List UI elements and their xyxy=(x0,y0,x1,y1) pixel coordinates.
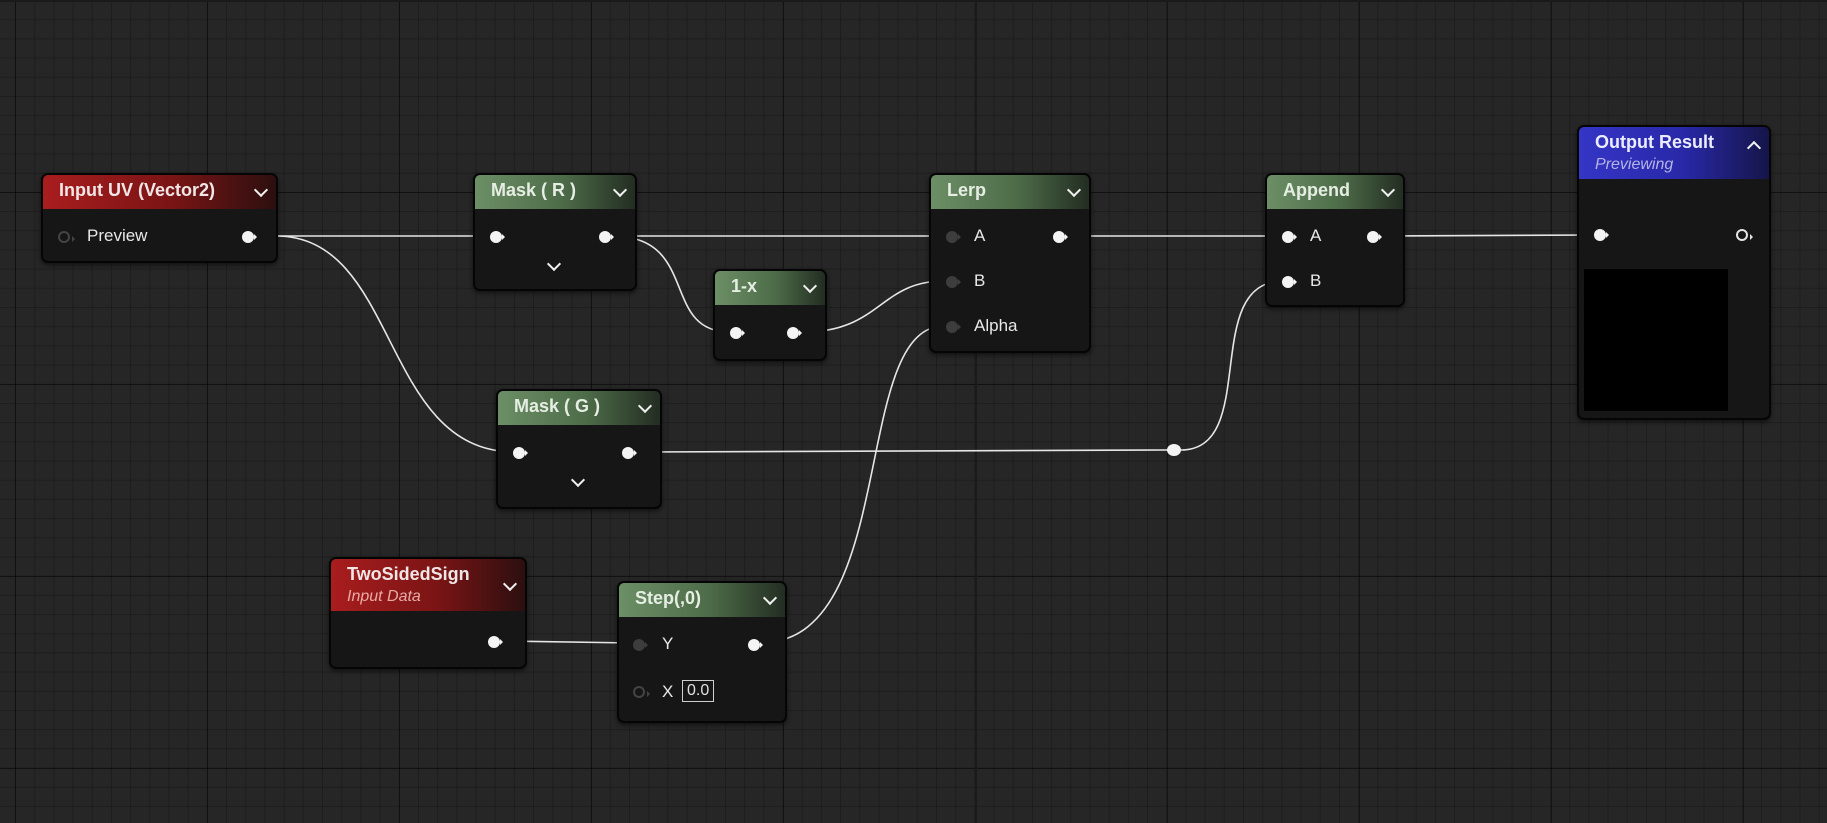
lerp-pin-b[interactable] xyxy=(946,276,961,288)
append-pin-b[interactable] xyxy=(1282,276,1297,288)
input-uv-node[interactable]: Input UV (Vector2) Preview xyxy=(41,173,278,263)
node-title: Append xyxy=(1283,180,1350,200)
node-subtitle: Input Data xyxy=(347,588,421,605)
node-title: Mask ( G ) xyxy=(514,396,601,416)
mask-g-header[interactable]: Mask ( G ) xyxy=(498,391,660,425)
step-header[interactable]: Step(,0) xyxy=(619,583,785,617)
pin-label-b: B xyxy=(1310,271,1322,290)
x-value-field[interactable]: 0.0 xyxy=(682,680,715,702)
step-pin-y[interactable] xyxy=(633,639,648,651)
step-node[interactable]: Step(,0) Y X 0.0 xyxy=(617,581,787,723)
node-title: 1-x xyxy=(731,276,758,296)
output-pin[interactable] xyxy=(1736,229,1753,241)
input-pin[interactable] xyxy=(1594,229,1609,241)
append-header[interactable]: Append xyxy=(1267,175,1403,209)
node-subtitle: Previewing xyxy=(1595,156,1674,173)
one-minus-x-header[interactable]: 1-x xyxy=(715,271,825,305)
wire-mask-g-to-reroute xyxy=(636,449,1169,453)
pin-label-x: X xyxy=(662,682,674,701)
node-title: TwoSidedSign xyxy=(347,564,470,584)
chevron-up-icon[interactable] xyxy=(1746,140,1762,156)
preview-pin-in[interactable] xyxy=(58,231,75,243)
chevron-down-icon[interactable] xyxy=(1380,182,1396,198)
pin-label-y: Y xyxy=(662,634,674,653)
one-minus-x-node[interactable]: 1-x xyxy=(713,269,827,361)
wire-mask-r-to-one-minus-x xyxy=(611,235,731,333)
two-sided-sign-header[interactable]: TwoSidedSign Input Data xyxy=(331,559,525,611)
output-pin[interactable] xyxy=(622,447,637,459)
wire-one-minus-x-to-lerp-b xyxy=(803,280,945,333)
input-uv-header[interactable]: Input UV (Vector2) xyxy=(43,175,276,209)
output-pin[interactable] xyxy=(1367,231,1382,243)
mask-r-header[interactable]: Mask ( R ) xyxy=(475,175,635,209)
output-pin[interactable] xyxy=(1053,231,1068,243)
chevron-down-icon[interactable] xyxy=(762,590,778,606)
append-node[interactable]: Append A B xyxy=(1265,173,1405,307)
lerp-node[interactable]: Lerp A B Alpha xyxy=(929,173,1091,353)
output-pin[interactable] xyxy=(748,639,763,651)
input-pin[interactable] xyxy=(490,231,505,243)
expand-chevron-icon[interactable] xyxy=(546,256,562,272)
pin-label: Preview xyxy=(87,226,148,245)
preview-image xyxy=(1584,269,1728,411)
step-pin-x[interactable] xyxy=(633,686,650,698)
output-pin[interactable] xyxy=(488,636,503,648)
pin-label-a: A xyxy=(1310,226,1322,245)
input-pin[interactable] xyxy=(730,327,745,339)
mask-r-node[interactable]: Mask ( R ) xyxy=(473,173,637,291)
input-pin[interactable] xyxy=(513,447,528,459)
pin-label-alpha: Alpha xyxy=(974,316,1018,335)
wire-step-to-lerp-alpha xyxy=(759,325,945,644)
output-pin[interactable] xyxy=(787,327,802,339)
pin-label-b: B xyxy=(974,271,986,290)
chevron-down-icon[interactable] xyxy=(802,278,818,294)
chevron-down-icon[interactable] xyxy=(612,182,628,198)
output-result-header[interactable]: Output Result Previewing xyxy=(1579,127,1769,179)
node-title: Lerp xyxy=(947,180,987,200)
lerp-pin-alpha[interactable] xyxy=(946,321,961,333)
reroute-node[interactable] xyxy=(1167,444,1181,456)
output-result-node[interactable]: Output Result Previewing xyxy=(1577,125,1771,420)
node-title: Step(,0) xyxy=(635,588,702,608)
output-pin[interactable] xyxy=(599,231,614,243)
lerp-header[interactable]: Lerp xyxy=(931,175,1089,209)
two-sided-sign-node[interactable]: TwoSidedSign Input Data xyxy=(329,557,527,669)
expand-chevron-icon[interactable] xyxy=(570,472,586,488)
wire-reroute-to-append-b xyxy=(1180,280,1284,451)
output-pin[interactable] xyxy=(242,231,257,243)
append-pin-a[interactable] xyxy=(1282,231,1297,243)
mask-g-node[interactable]: Mask ( G ) xyxy=(496,389,662,509)
chevron-down-icon[interactable] xyxy=(253,182,269,198)
node-title: Mask ( R ) xyxy=(491,180,577,200)
node-title: Input UV (Vector2) xyxy=(59,180,216,200)
pin-label-a: A xyxy=(974,226,986,245)
wire-append-to-output xyxy=(1386,234,1595,237)
node-title: Output Result xyxy=(1595,132,1714,152)
wire-uv-to-mask-g xyxy=(275,235,516,453)
chevron-down-icon[interactable] xyxy=(1066,182,1082,198)
chevron-down-icon[interactable] xyxy=(637,398,653,414)
lerp-pin-a[interactable] xyxy=(946,231,961,243)
